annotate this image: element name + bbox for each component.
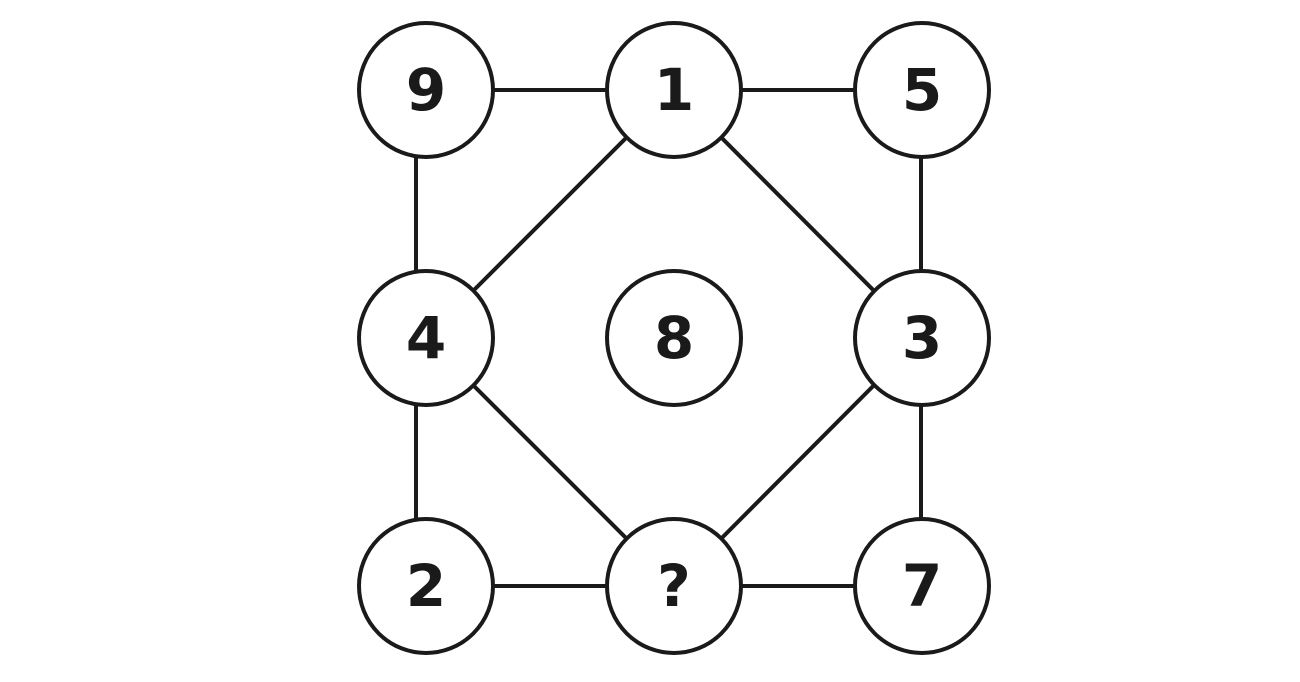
node-circle [357, 517, 495, 655]
node-label-bottom-right: 7 [902, 552, 942, 620]
node-label-bottom-left: 2 [406, 552, 446, 620]
node-label-top-center: 1 [654, 56, 694, 124]
node-middle-left: 4 [357, 269, 495, 407]
node-label-middle-right: 3 [902, 304, 942, 372]
node-bottom-right: 7 [853, 517, 991, 655]
node-label-top-left: 9 [406, 56, 446, 124]
node-label-center: 8 [654, 304, 694, 372]
node-circle [605, 269, 743, 407]
node-label-middle-left: 4 [406, 304, 446, 372]
node-top-center: 1 [605, 21, 743, 159]
node-top-left: 9 [357, 21, 495, 159]
node-bottom-left: 2 [357, 517, 495, 655]
node-circle [853, 269, 991, 407]
node-bottom-center: ? [605, 517, 743, 655]
node-top-right: 5 [853, 21, 991, 159]
node-circle [357, 269, 495, 407]
node-circle [605, 517, 743, 655]
node-circle [853, 21, 991, 159]
node-middle-right: 3 [853, 269, 991, 407]
node-center: 8 [605, 269, 743, 407]
node-label-top-right: 5 [902, 56, 942, 124]
node-circle [853, 517, 991, 655]
node-circle [357, 21, 495, 159]
node-circle [605, 21, 743, 159]
node-label-bottom-center: ? [657, 552, 691, 620]
